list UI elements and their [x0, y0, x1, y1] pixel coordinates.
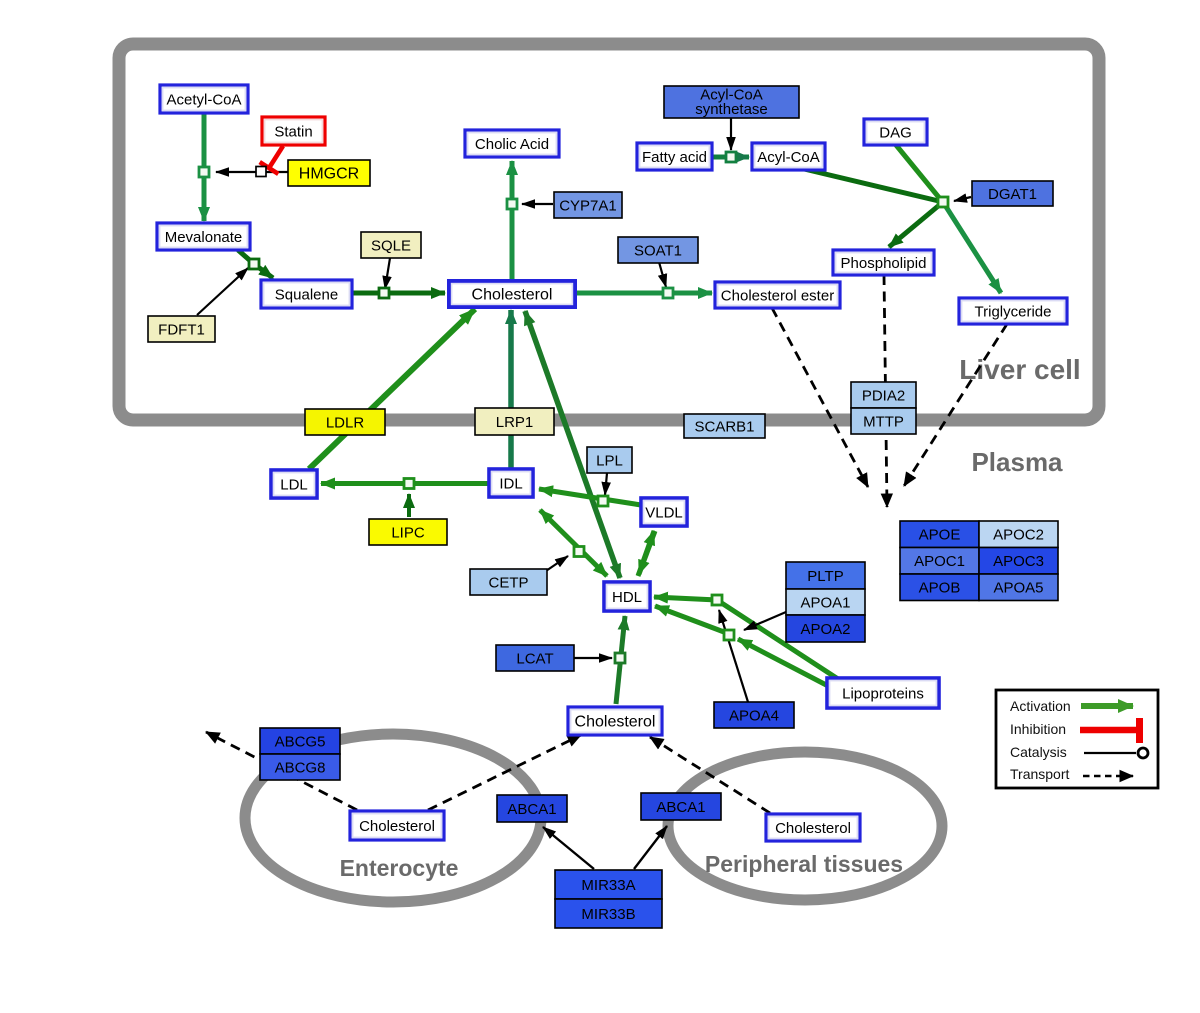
svg-text:Catalysis: Catalysis: [1010, 744, 1067, 760]
svg-text:Acyl-CoA: Acyl-CoA: [757, 149, 820, 166]
svg-text:HDL: HDL: [612, 589, 642, 606]
svg-text:APOA4: APOA4: [729, 707, 779, 724]
svg-text:APOA1: APOA1: [800, 594, 850, 611]
svg-text:SOAT1: SOAT1: [634, 242, 682, 259]
svg-text:DAG: DAG: [879, 124, 912, 141]
svg-text:SCARB1: SCARB1: [694, 418, 754, 435]
svg-text:Plasma: Plasma: [971, 447, 1063, 477]
svg-text:Mevalonate: Mevalonate: [165, 229, 243, 246]
svg-text:Acyl-CoA: Acyl-CoA: [700, 87, 763, 104]
svg-text:Transport: Transport: [1010, 766, 1070, 782]
svg-text:Cholesterol ester: Cholesterol ester: [721, 287, 834, 304]
svg-text:Peripheral tissues: Peripheral tissues: [705, 851, 903, 877]
svg-text:APOB: APOB: [919, 580, 961, 597]
svg-text:Cholesterol: Cholesterol: [359, 818, 435, 835]
svg-text:Fatty acid: Fatty acid: [642, 149, 707, 166]
svg-text:Triglyceride: Triglyceride: [975, 303, 1052, 320]
svg-text:LCAT: LCAT: [516, 650, 553, 667]
svg-text:synthetase: synthetase: [695, 101, 768, 118]
svg-text:IDL: IDL: [499, 475, 522, 492]
svg-text:APOC3: APOC3: [993, 553, 1044, 570]
svg-text:Acetyl-CoA: Acetyl-CoA: [166, 91, 241, 108]
svg-text:PDIA2: PDIA2: [862, 387, 905, 404]
svg-text:Activation: Activation: [1010, 698, 1071, 714]
svg-text:HMGCR: HMGCR: [299, 166, 359, 183]
svg-text:APOC1: APOC1: [914, 553, 965, 570]
svg-text:LDLR: LDLR: [326, 414, 365, 431]
svg-text:PLTP: PLTP: [807, 568, 843, 585]
svg-text:LRP1: LRP1: [496, 414, 534, 431]
svg-text:SQLE: SQLE: [371, 237, 411, 254]
svg-text:LPL: LPL: [596, 452, 623, 469]
svg-text:MIR33B: MIR33B: [581, 906, 635, 923]
svg-text:Lipoproteins: Lipoproteins: [842, 685, 924, 702]
svg-text:Cholesterol: Cholesterol: [575, 714, 656, 731]
svg-text:LIPC: LIPC: [391, 524, 425, 541]
svg-text:Cholic Acid: Cholic Acid: [475, 136, 549, 153]
svg-text:Enterocyte: Enterocyte: [340, 855, 459, 881]
svg-text:DGAT1: DGAT1: [988, 186, 1037, 203]
svg-text:APOC2: APOC2: [993, 527, 1044, 544]
svg-text:MIR33A: MIR33A: [581, 877, 635, 894]
svg-text:APOA5: APOA5: [993, 580, 1043, 597]
svg-text:ABCA1: ABCA1: [507, 801, 556, 818]
svg-text:APOE: APOE: [919, 527, 961, 544]
svg-text:Cholesterol: Cholesterol: [775, 820, 851, 837]
svg-text:CYP7A1: CYP7A1: [559, 197, 617, 214]
svg-text:Squalene: Squalene: [275, 286, 338, 303]
svg-text:MTTP: MTTP: [863, 413, 904, 430]
svg-text:ABCG5: ABCG5: [275, 733, 326, 750]
svg-text:Phospholipid: Phospholipid: [841, 255, 927, 272]
svg-text:ABCA1: ABCA1: [656, 799, 705, 816]
svg-text:CETP: CETP: [488, 574, 528, 591]
svg-text:Cholesterol: Cholesterol: [472, 287, 553, 304]
svg-text:VLDL: VLDL: [645, 504, 683, 521]
svg-text:ABCG8: ABCG8: [275, 759, 326, 776]
svg-text:APOA2: APOA2: [800, 621, 850, 638]
svg-text:Statin: Statin: [274, 123, 312, 140]
svg-text:LDL: LDL: [280, 476, 308, 493]
svg-text:FDFT1: FDFT1: [158, 321, 205, 338]
svg-text:Inhibition: Inhibition: [1010, 721, 1066, 737]
